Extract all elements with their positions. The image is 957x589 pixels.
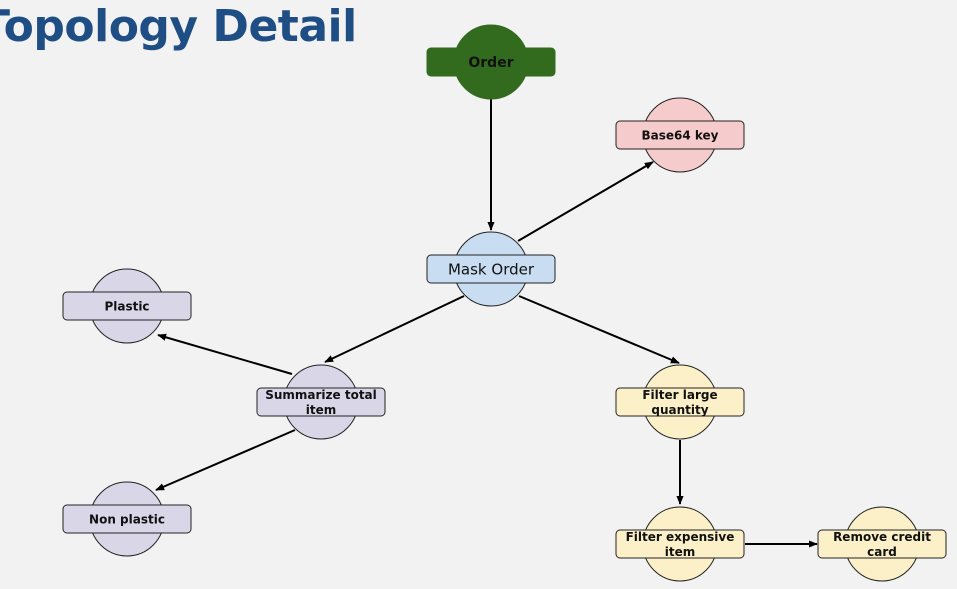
edge-summarize-to-nonplastic xyxy=(155,429,296,491)
page-title: Topology Detail xyxy=(0,1,357,52)
node-box-filterexpensive xyxy=(615,529,745,559)
node-box-filterlarge xyxy=(615,387,745,417)
edge-mask-to-summarize xyxy=(324,295,465,363)
node-box-removecard xyxy=(817,529,947,559)
node-box-base64 xyxy=(615,120,745,150)
edge-mask-to-base64 xyxy=(517,161,654,242)
node-plastic[interactable]: Plastic xyxy=(62,268,192,344)
node-label-nonplastic: Non plastic xyxy=(89,512,165,526)
edge-mask-to-filterlarge xyxy=(518,295,680,364)
node-label-plastic: Plastic xyxy=(104,299,149,313)
node-label-order: Order xyxy=(468,55,513,71)
node-label-base64: Base64 key xyxy=(641,128,718,142)
node-label-mask: Mask Order xyxy=(448,260,535,278)
node-box-plastic xyxy=(62,291,192,321)
node-mask[interactable]: Mask Order xyxy=(426,231,556,307)
node-box-mask xyxy=(426,254,556,284)
node-base64[interactable]: Base64 key xyxy=(615,97,745,173)
node-box-summarize xyxy=(256,387,386,417)
node-box-order xyxy=(426,47,556,77)
node-order[interactable]: Order xyxy=(426,24,556,100)
edges-layer xyxy=(155,99,818,548)
edge-summarize-to-plastic xyxy=(157,333,293,375)
node-box-nonplastic xyxy=(62,504,192,534)
node-nonplastic[interactable]: Non plastic xyxy=(62,481,192,557)
